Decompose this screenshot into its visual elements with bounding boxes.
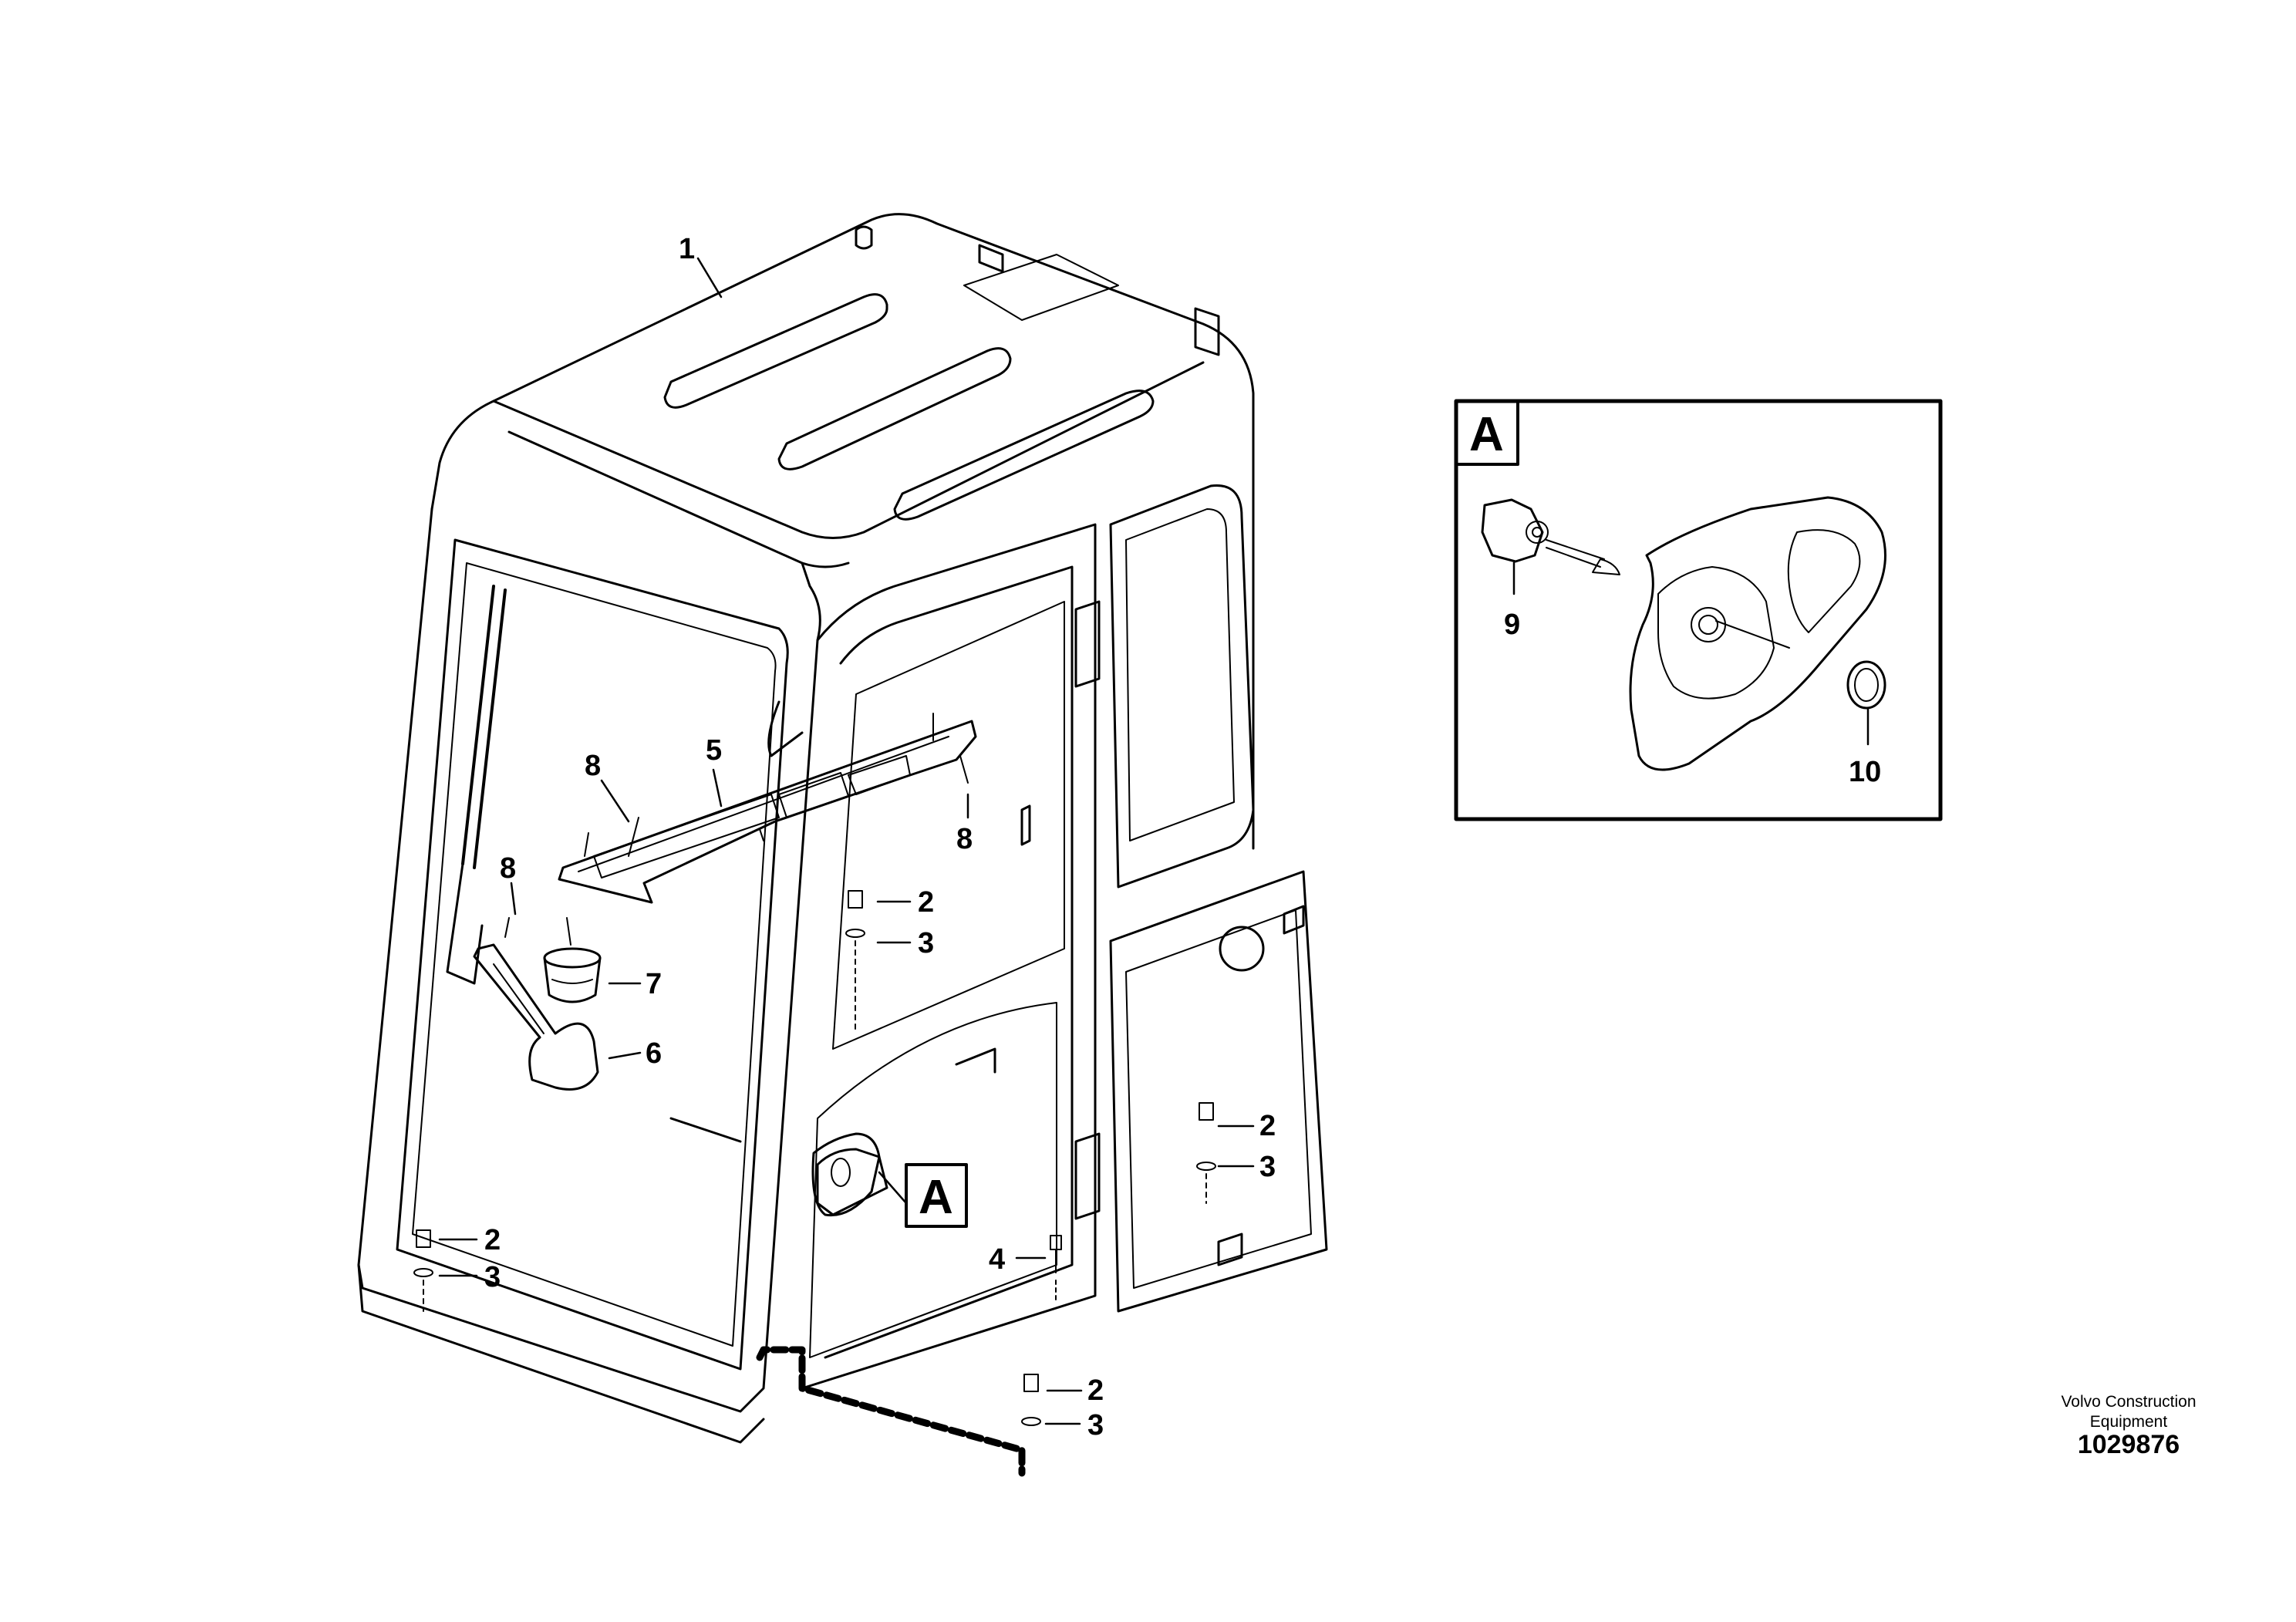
callout-2-side: 2 [1259, 1110, 1276, 1142]
side-cap [1219, 926, 1265, 972]
credit-line-2: Equipment [2089, 1413, 2168, 1431]
hinge-lower [1074, 1132, 1101, 1220]
callout-5: 5 [706, 734, 722, 767]
fastener-set-door [845, 890, 865, 1034]
callout-7: 7 [646, 968, 662, 1000]
callout-2-bottom: 2 [1087, 1374, 1104, 1407]
wiper-blade [461, 585, 507, 869]
callout-9: 9 [1504, 609, 1520, 641]
callout-3-left: 3 [484, 1261, 501, 1293]
fastener-4 [1050, 1235, 1062, 1304]
callout-4: 4 [989, 1243, 1005, 1276]
roof-panel-3 [893, 389, 1155, 521]
cab-body [357, 213, 1328, 1444]
door-handle [811, 1132, 881, 1217]
callout-3-side: 3 [1259, 1151, 1276, 1183]
screws-8 [584, 713, 969, 857]
callout-1: 1 [679, 233, 695, 265]
headliner-console [558, 720, 977, 904]
callout-8-a: 8 [585, 750, 601, 782]
leader-lines [438, 257, 1255, 1425]
detail-view-a-label: A [1469, 408, 1504, 461]
hinge-upper [1074, 600, 1101, 688]
callout-2-door: 2 [918, 886, 934, 919]
callout-labels: 1 5 8 8 8 7 6 2 3 2 3 2 3 4 2 3 9 10 A A [484, 233, 1881, 1442]
callout-3-bottom: 3 [1087, 1409, 1104, 1442]
fastener-set-left [413, 1229, 433, 1312]
roof-panel-2 [777, 347, 1012, 470]
credit-block: Volvo Construction Equipment [1959, 1392, 2296, 1432]
callout-6: 6 [646, 1037, 662, 1070]
mirror-6 [473, 917, 599, 1091]
callout-3-door: 3 [918, 927, 934, 959]
detail-view-a [1454, 399, 1943, 821]
section-a-box [905, 1163, 968, 1228]
section-a-label: A [919, 1171, 953, 1224]
drawing-number: 1029876 [2077, 1430, 2180, 1459]
callout-8-b: 8 [956, 823, 973, 855]
fastener-set-bottom [1021, 1374, 1041, 1426]
callout-10: 10 [1849, 756, 1881, 788]
callout-8-c: 8 [500, 852, 516, 885]
cable-dashed [756, 1346, 1026, 1477]
fastener-set-side [1196, 1102, 1216, 1204]
credit-line-1: Volvo Construction [2061, 1393, 2197, 1411]
speaker-7 [543, 917, 602, 1003]
roof-panel-1 [663, 293, 888, 409]
callout-2-left: 2 [484, 1224, 501, 1256]
